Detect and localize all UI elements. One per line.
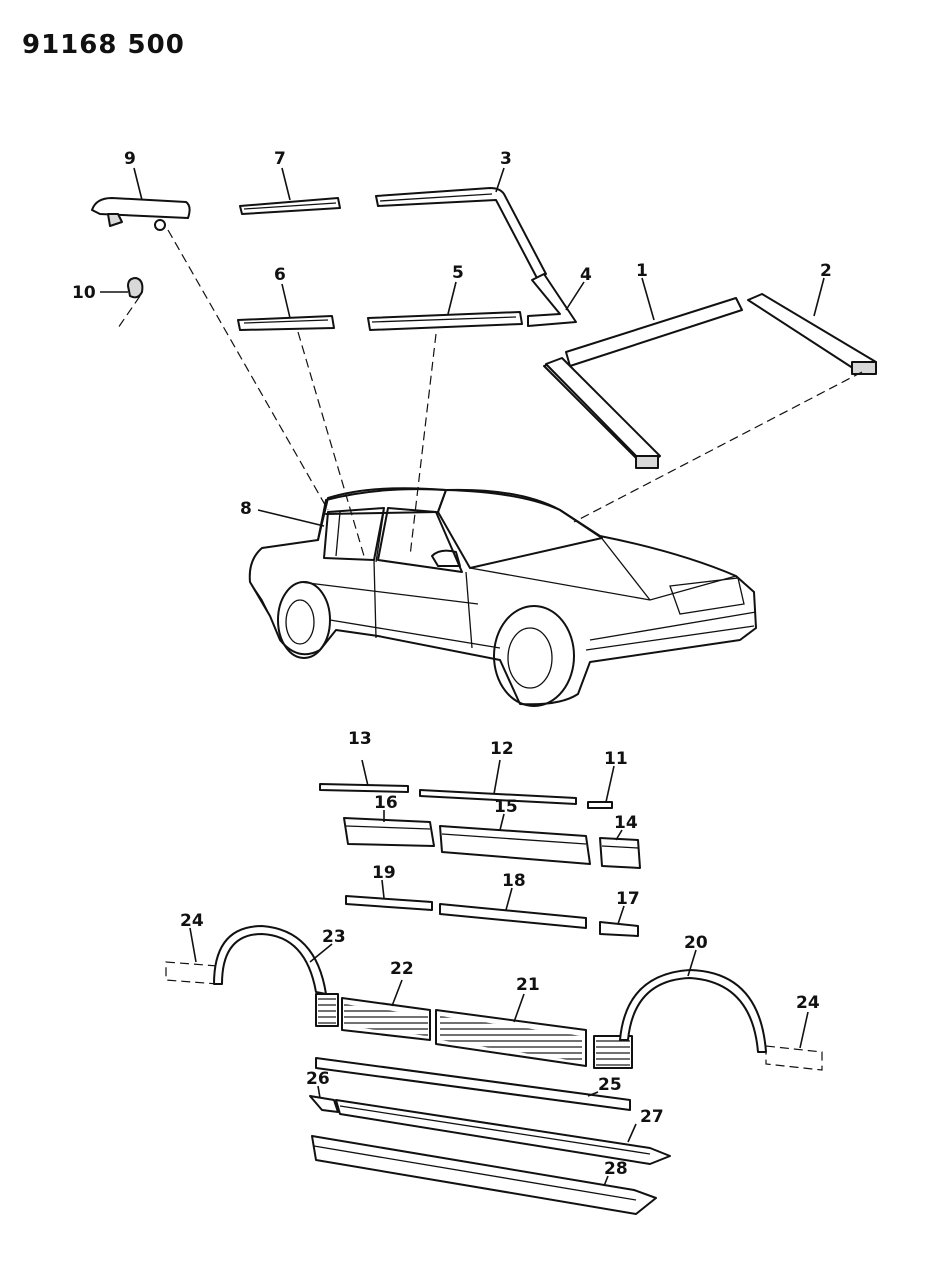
part-24-right-extension <box>765 1045 823 1071</box>
part-3-moulding <box>375 187 547 281</box>
callout-28: 28 <box>604 1159 628 1179</box>
reference-number: 91168 500 <box>22 30 185 60</box>
part-17-moulding <box>599 921 639 937</box>
callout-8: 8 <box>240 499 252 519</box>
part-23-wheel-flare <box>213 925 339 1027</box>
callout-26: 27 <box>640 1107 664 1127</box>
callout-14: 14 <box>614 813 638 833</box>
callout-17: 17 <box>616 889 640 909</box>
part-25-sill-moulding <box>315 1057 631 1111</box>
callout-21: 21 <box>516 975 540 995</box>
part-16-moulding <box>343 817 435 847</box>
callout-22: 22 <box>390 959 414 979</box>
callout-4: 4 <box>580 265 592 285</box>
callout-10: 10 <box>72 283 96 303</box>
part-5-moulding <box>367 311 523 331</box>
callout-23: 23 <box>322 927 346 947</box>
part-26-sill-moulding <box>335 1099 671 1165</box>
part-27-sill-end <box>309 1095 339 1113</box>
part-2-roof-rail <box>747 293 877 375</box>
part-6-moulding <box>237 315 335 331</box>
part-21-cladding <box>435 1009 587 1067</box>
callout-18: 18 <box>502 871 526 891</box>
part-19-moulding <box>345 895 433 911</box>
part-12-moulding <box>419 789 577 805</box>
part-9-moulding-end-cap <box>91 197 191 231</box>
part-28-sill-cover <box>311 1135 657 1215</box>
part-7-moulding <box>239 197 341 215</box>
part-10-clip <box>127 277 144 299</box>
part-18-moulding <box>439 903 587 929</box>
callout-3: 3 <box>500 149 512 169</box>
part-1-roof-rail <box>543 297 743 469</box>
callout-6: 6 <box>274 265 286 285</box>
part-22-cladding <box>341 997 431 1041</box>
part-15-moulding <box>439 825 591 865</box>
dashed-leader-lines <box>117 229 863 557</box>
part-14-moulding <box>599 837 641 869</box>
part-24-left-extension <box>165 961 219 985</box>
callout-24-left: 24 <box>180 911 204 931</box>
callout-13: 13 <box>348 729 372 749</box>
callout-20: 20 <box>684 933 708 953</box>
callout-15: 15 <box>494 797 518 817</box>
callout-12: 12 <box>490 739 514 759</box>
part-20-wheel-flare <box>593 969 767 1069</box>
callout-25: 25 <box>598 1075 622 1095</box>
callout-11: 11 <box>604 749 628 769</box>
car-illustration <box>248 487 757 707</box>
part-13-moulding <box>319 783 409 793</box>
callout-9: 9 <box>124 149 136 169</box>
callout-2: 2 <box>820 261 832 281</box>
callout-5: 5 <box>452 263 464 283</box>
callout-1: 1 <box>636 261 648 281</box>
callout-27: 26 <box>306 1069 330 1089</box>
part-4-moulding <box>527 273 577 327</box>
part-11-moulding <box>587 801 613 809</box>
callout-19: 19 <box>372 863 396 883</box>
callout-7: 7 <box>274 149 286 169</box>
callout-leaders <box>100 167 825 1187</box>
callout-16: 16 <box>374 793 398 813</box>
callout-24-right: 24 <box>796 993 820 1013</box>
